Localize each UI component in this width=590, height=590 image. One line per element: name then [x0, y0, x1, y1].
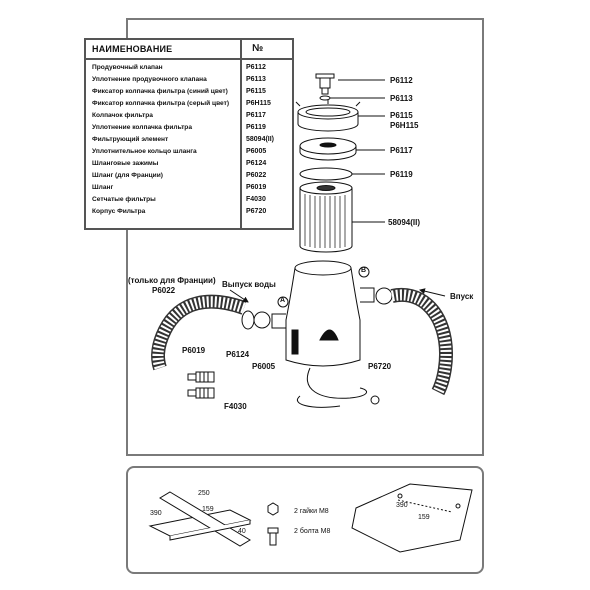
strainer-part: [187, 371, 215, 399]
valve-seal-part: [319, 95, 331, 101]
callout-p6022: P6022: [152, 286, 176, 295]
callout-p6124: P6124: [226, 350, 250, 359]
row-code: P6720: [246, 208, 267, 215]
pump-housing-part: [285, 260, 361, 367]
callout-p6h115: P6H115: [390, 121, 419, 130]
marker-b-circle: [358, 266, 370, 278]
cap-seal-part: [299, 167, 353, 181]
nuts-label: 2 гайки М8: [294, 508, 329, 515]
row-code: P6019: [246, 184, 267, 191]
row-name: Шланг: [92, 184, 114, 191]
callout-p6022-note: (только для Франции): [128, 276, 216, 285]
marker-a: A: [280, 297, 286, 304]
row-code: P6H115: [246, 100, 271, 107]
dim-250: 250: [198, 490, 210, 497]
retaining-ring-part: [295, 100, 361, 132]
callout-p6019: P6019: [182, 346, 206, 355]
marker-b: B: [361, 267, 367, 274]
callout-p6005: P6005: [252, 362, 276, 371]
callout-p6113: P6113: [390, 94, 413, 103]
dim-390b: 390: [396, 502, 408, 509]
power-cord: [307, 367, 368, 399]
row-code: 58094(II): [246, 136, 275, 143]
row-name: Сетчатые фильтры: [92, 196, 156, 203]
cord-marker-circle: [370, 395, 380, 405]
outlet-connector: [271, 313, 286, 329]
row-code: F4030: [246, 196, 266, 203]
row-code: P6124: [246, 160, 267, 167]
row-code: P6119: [246, 124, 266, 131]
bolts-label: 2 болта М8: [294, 528, 331, 535]
parts-table-header: НАИМЕНОВАНИЕ №: [86, 40, 292, 60]
dim-159: 159: [202, 506, 214, 513]
callout-f4030: F4030: [224, 402, 247, 411]
dim-159b: 159: [418, 514, 430, 521]
filter-cartridge-part: [299, 181, 353, 253]
header-number: №: [252, 43, 264, 54]
row-name: Колпачок фильтра: [92, 112, 153, 119]
row-code: P6112: [246, 64, 266, 71]
base-plate-drawing: [351, 483, 473, 553]
dim-390: 390: [150, 510, 162, 517]
row-name: Уплотнительное кольцо шланга: [92, 148, 197, 155]
callout-p6112: P6112: [390, 76, 413, 85]
row-name: Шланговые зажимы: [92, 160, 159, 167]
hardware-drawing: [267, 502, 279, 546]
callout-p6720: P6720: [368, 362, 392, 371]
callout-58094: 58094(II): [388, 218, 421, 227]
row-code: P6113: [246, 76, 266, 83]
row-name: Шланг (для Франции): [92, 172, 163, 179]
hose-o-ring-part: [241, 310, 255, 330]
hose-clamp-part: [253, 311, 271, 329]
row-code: P6117: [246, 112, 266, 119]
row-name: Уплотнение колпачка фильтра: [92, 124, 192, 131]
callout-p6119: P6119: [390, 170, 413, 179]
row-name: Фиксатор колпачка фильтра (синий цвет): [92, 88, 228, 95]
parts-table: НАИМЕНОВАНИЕ № Продувочный клапан P6112 …: [84, 38, 294, 230]
callout-p6115: P6115: [390, 111, 413, 120]
filter-cap-part: [299, 137, 357, 161]
row-name: Фильтрующий элемент: [92, 136, 169, 143]
row-name: Фиксатор колпачка фильтра (серый цвет): [92, 100, 230, 107]
base-frame-drawing: [148, 491, 252, 547]
callout-p6117: P6117: [390, 146, 413, 155]
valve-knob-part: [315, 73, 335, 95]
header-name: НАИМЕНОВАНИЕ: [92, 44, 173, 54]
callout-inlet: Впуск: [450, 292, 474, 301]
row-name: Уплотнение продувочного клапана: [92, 76, 207, 83]
row-code: P6022: [246, 172, 267, 179]
row-name: Корпус Фильтра: [92, 208, 146, 215]
row-code: P6005: [246, 148, 267, 155]
callout-outlet: Выпуск воды: [222, 280, 276, 289]
row-name: Продувочный клапан: [92, 64, 163, 71]
row-code: P6115: [246, 88, 266, 95]
marker-a-circle: [277, 296, 289, 308]
dim-40: 40: [238, 528, 246, 535]
table-divider: [240, 40, 242, 228]
inlet-connector: [360, 287, 375, 303]
